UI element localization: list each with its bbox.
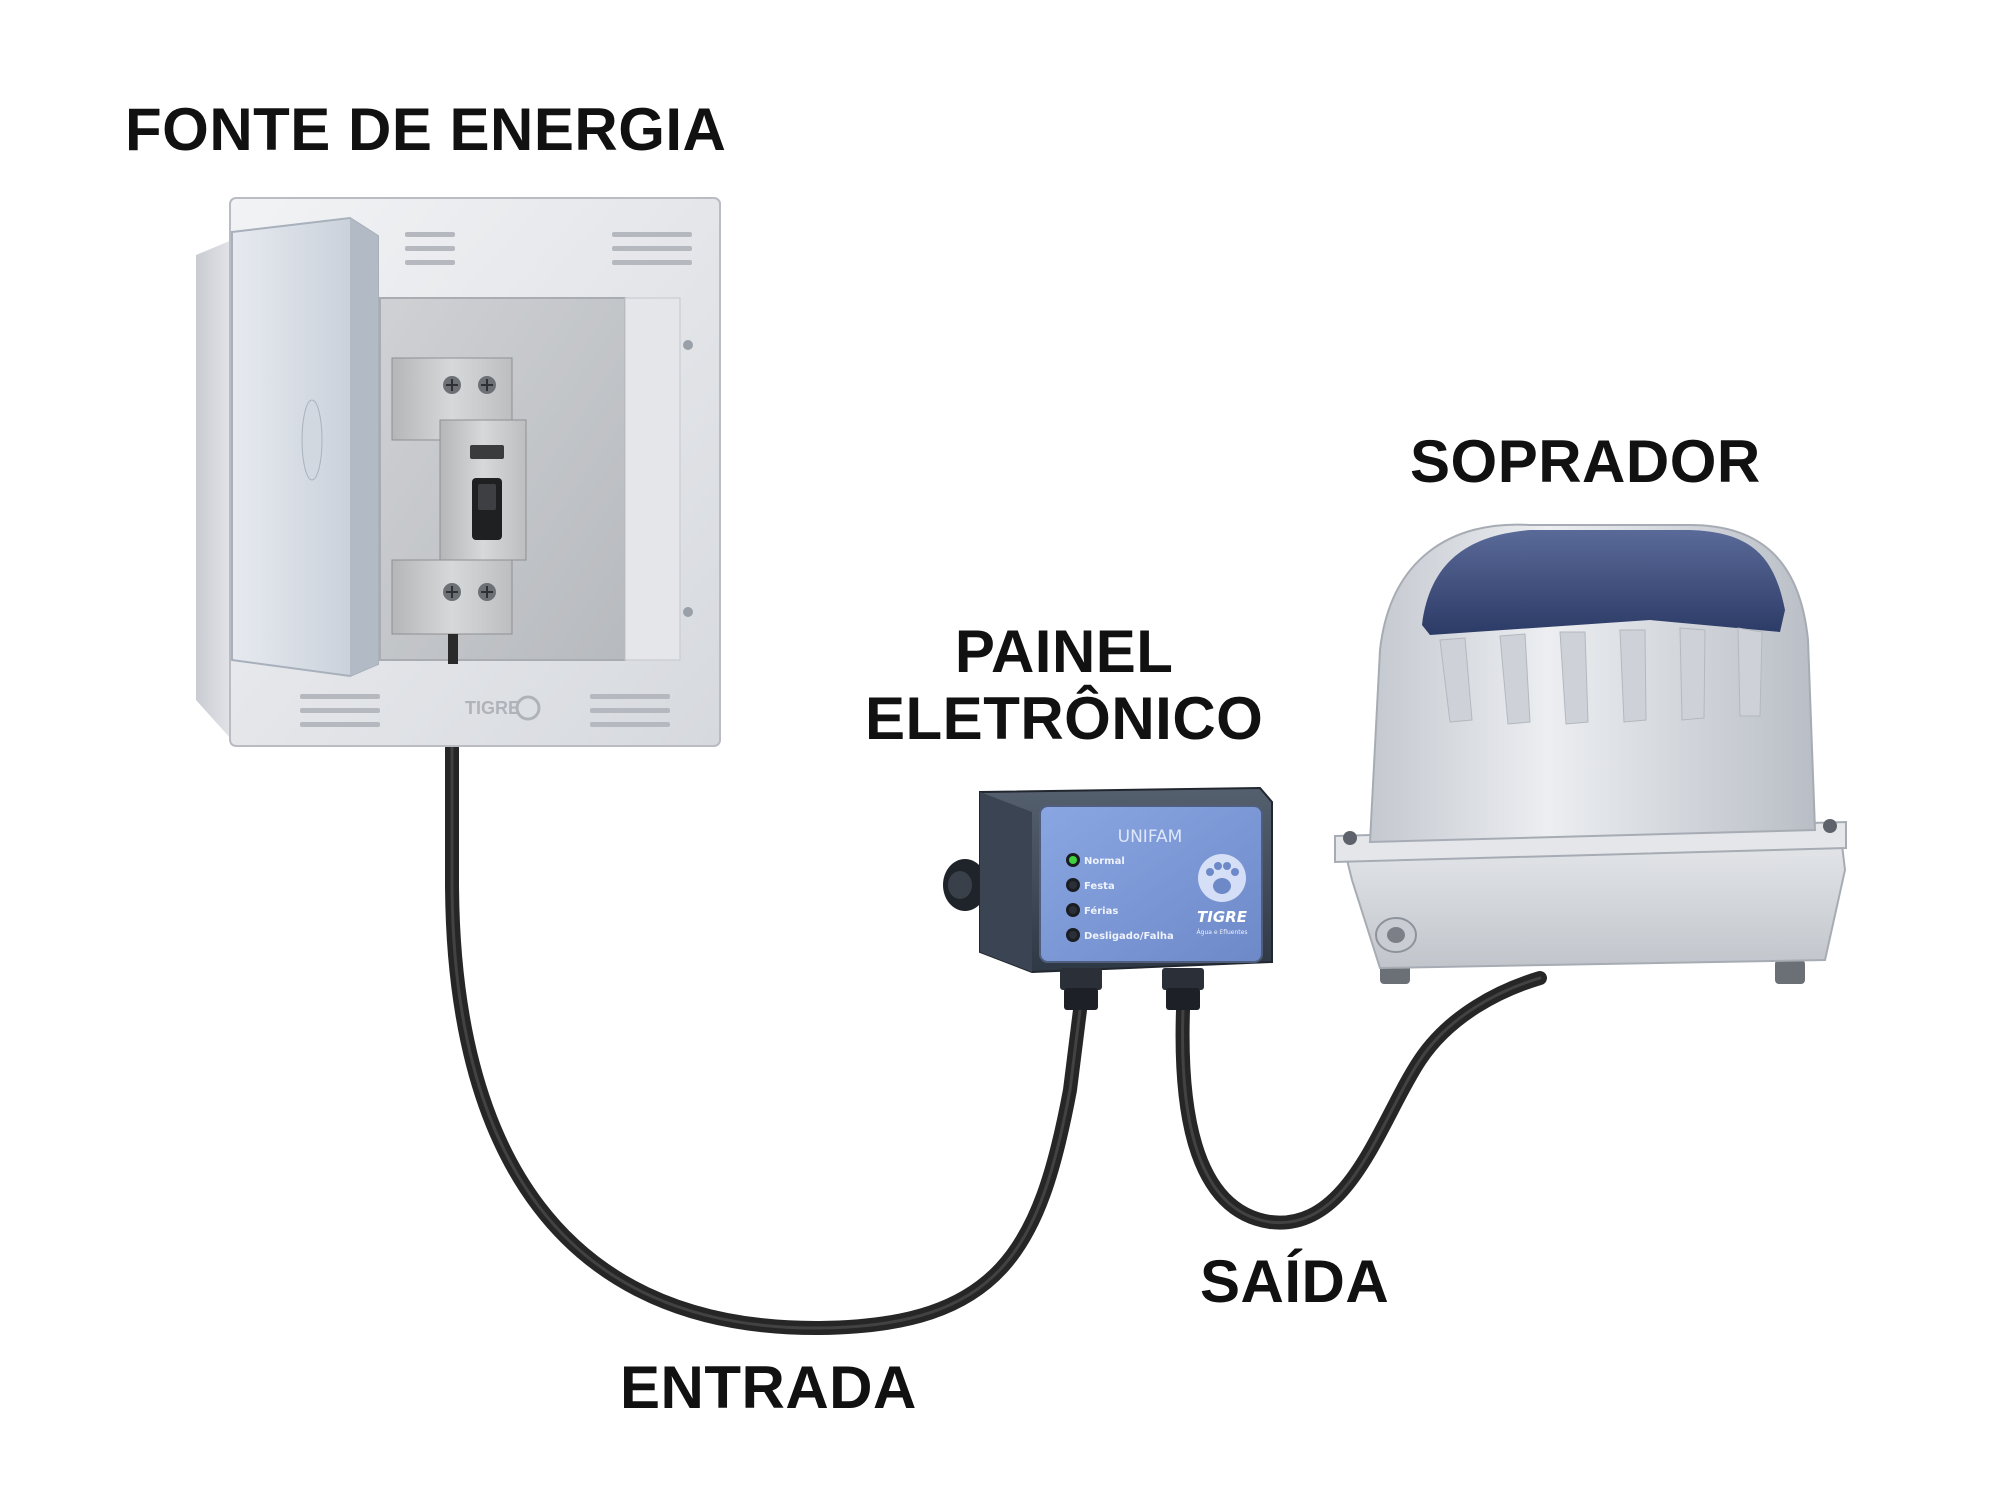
led-label-desligado-falha: Desligado/Falha	[1084, 931, 1174, 942]
panel-logo-subtitle: Água e Efluentes	[1197, 929, 1248, 936]
label-blower: SOPRADOR	[1410, 428, 1761, 495]
panel-brand: UNIFAM	[1118, 827, 1183, 847]
paw-icon	[1198, 854, 1246, 902]
led-label-festa: Festa	[1084, 881, 1115, 892]
led-normal: Normal	[1066, 853, 1125, 867]
label-electronic-panel-line1: PAINEL	[954, 618, 1174, 685]
electronic-panel: UNIFAM Normal Festa Férias Desligado/Fal…	[943, 786, 1273, 1010]
led-label-ferias: Férias	[1084, 905, 1118, 917]
box-door	[231, 216, 379, 678]
circuit-breaker	[391, 357, 527, 664]
breaker-box: TIGRE	[196, 197, 721, 747]
label-output: SAÍDA	[1200, 1248, 1390, 1315]
label-input: ENTRADA	[620, 1354, 917, 1421]
box-brand-mark: TIGRE	[465, 698, 520, 718]
cable-gland-input	[1060, 968, 1102, 1010]
led-desligado-falha: Desligado/Falha	[1066, 928, 1174, 942]
label-power-source: FONTE DE ENERGIA	[125, 96, 727, 163]
led-ferias: Férias	[1066, 903, 1118, 917]
blower	[1334, 523, 1847, 984]
led-label-normal: Normal	[1084, 856, 1125, 867]
cable-gland-output	[1162, 968, 1204, 1010]
label-electronic-panel: PAINEL ELETRÔNICO	[865, 618, 1263, 752]
label-electronic-panel-line2: ELETRÔNICO	[865, 685, 1264, 753]
input-cable	[445, 735, 1087, 1336]
output-cable	[1175, 971, 1547, 1230]
led-festa: Festa	[1066, 878, 1115, 892]
panel-logo-text: TIGRE	[1197, 908, 1248, 926]
